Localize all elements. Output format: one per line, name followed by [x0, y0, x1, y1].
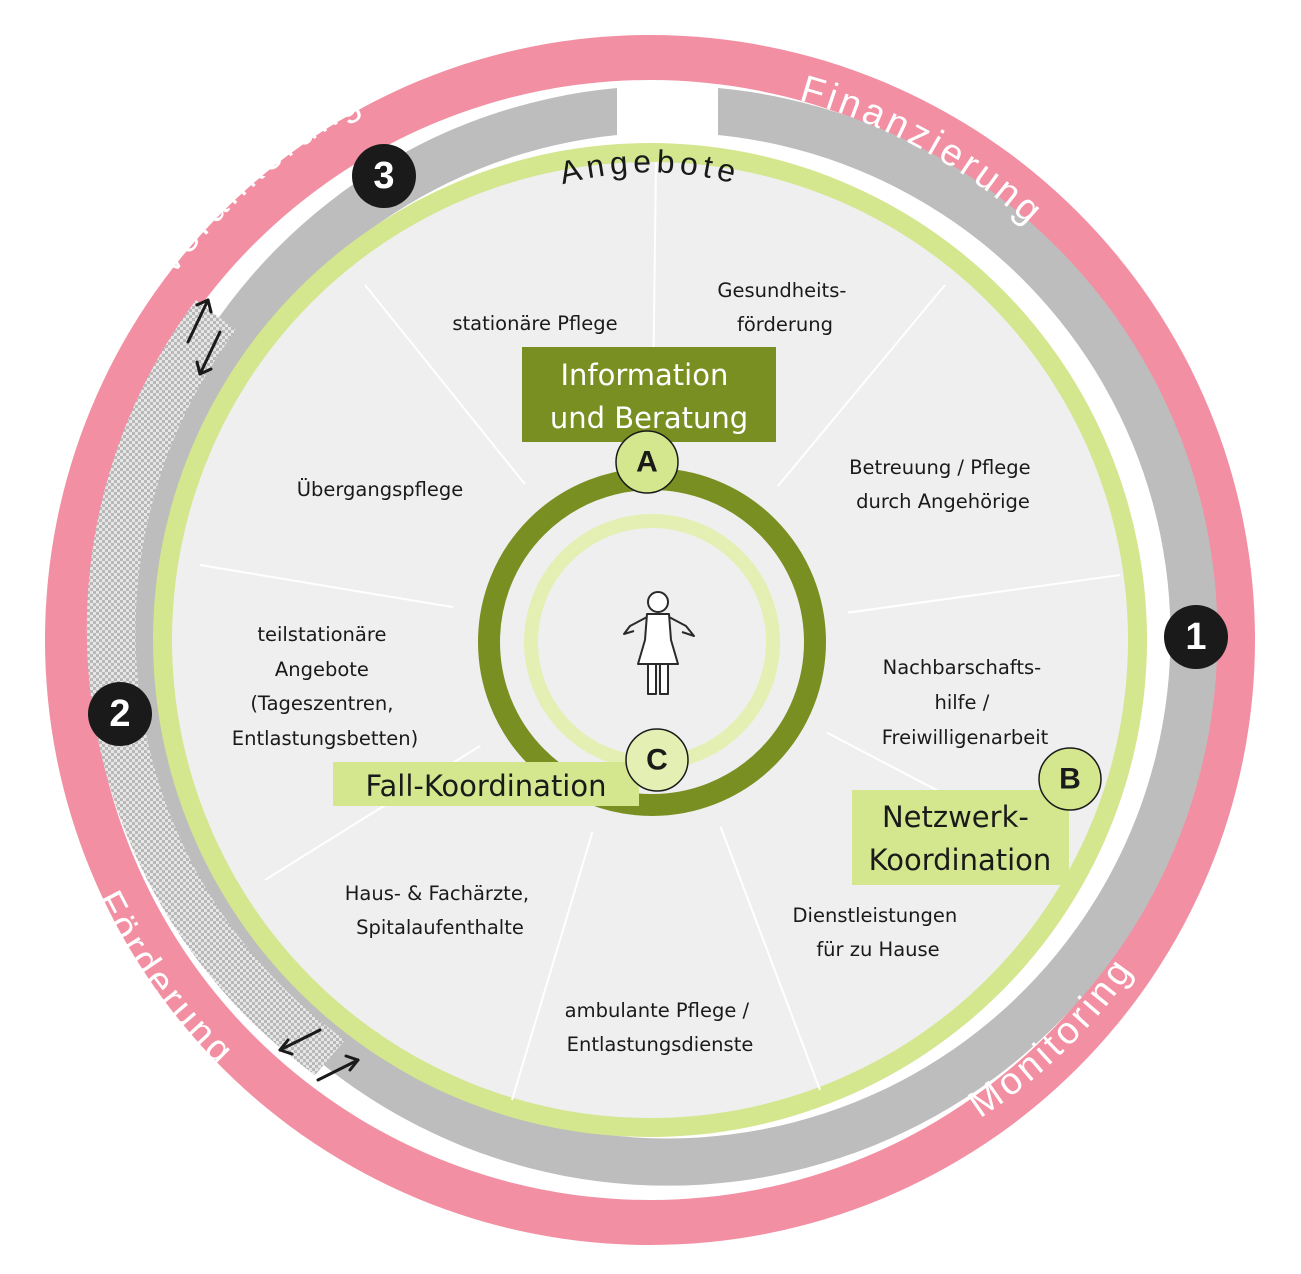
svg-text:2: 2	[109, 693, 130, 735]
sector-hausaerzte: Haus- & Fachärzte, Spitalaufenthalte	[345, 882, 535, 939]
svg-text:Fall-Koordination: Fall-Koordination	[365, 769, 606, 803]
badge-c: C	[625, 728, 689, 792]
svg-text:B: B	[1059, 763, 1081, 796]
sector-betreuung-pflege: Betreuung / Pflege durch Angehörige	[849, 456, 1037, 513]
svg-text:3: 3	[373, 155, 394, 197]
double-arrow-icon	[278, 1028, 360, 1082]
badge-3: 3	[352, 144, 416, 208]
sector-uebergangspflege: Übergangspflege	[297, 478, 464, 501]
box-fall-koordination: Fall-Koordination	[333, 762, 639, 806]
svg-text:C: C	[646, 744, 668, 777]
badge-b: B	[1038, 747, 1102, 811]
box-netzwerk-koordination: Netzwerk- Koordination	[852, 790, 1069, 885]
sector-teilstationaere: teilstationäre Angebote (Tageszentren, E…	[232, 623, 418, 750]
badge-2: 2	[88, 682, 152, 746]
badge-a: A	[615, 430, 679, 494]
sector-dienstleistungen: Dienstleistungen für zu Hause	[793, 904, 964, 961]
sector-stationaere-pflege: stationäre Pflege	[452, 312, 617, 335]
person-icon	[623, 591, 695, 695]
sector-ambulante-pflege: ambulante Pflege / Entlastungsdienste	[565, 999, 756, 1056]
badge-1: 1	[1164, 605, 1228, 669]
svg-text:1: 1	[1185, 616, 1206, 658]
box-information-beratung: Information und Beratung	[522, 347, 776, 442]
sector-nachbarschaftshilfe: Nachbarschafts- hilfe / Freiwilligenarbe…	[882, 656, 1049, 749]
svg-text:Information und Beratung: Information und Beratung	[550, 358, 748, 435]
sector-gesundheitsfoerderung: Gesundheits- förderung	[717, 279, 852, 336]
svg-text:A: A	[636, 446, 658, 479]
checkered-band-section	[86, 300, 345, 1075]
svg-text:Netzwerk- Koordination: Netzwerk- Koordination	[869, 800, 1052, 877]
double-arrow-icon	[186, 298, 222, 376]
